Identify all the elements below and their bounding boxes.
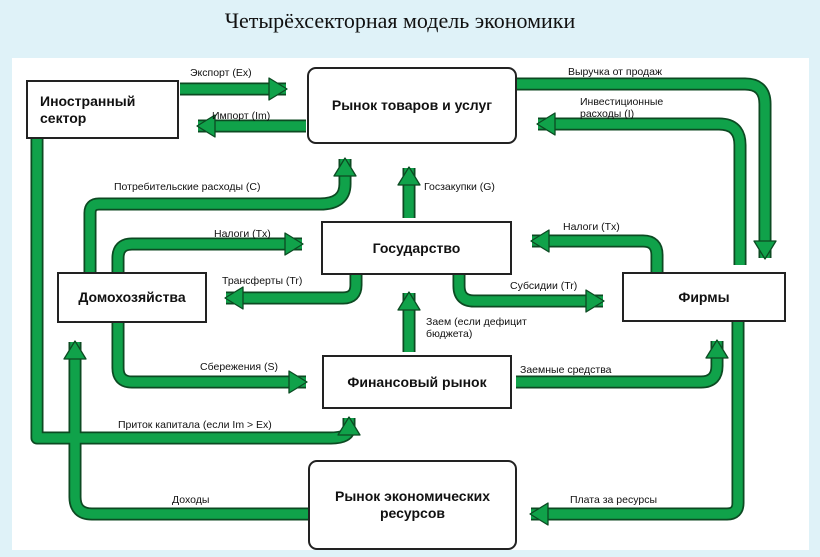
households-node: Домохозяйства	[57, 272, 207, 323]
resource-payment-label: Плата за ресурсы	[570, 494, 657, 506]
households-label: Домохозяйства	[78, 289, 186, 306]
goods-market-label: Рынок товаров и услуг	[331, 97, 493, 114]
government-label: Государство	[372, 239, 461, 256]
gov-loan-text: Заем (если дефицит бюджета)	[426, 316, 527, 341]
resource-market-node: Рынок экономических ресурсов	[308, 460, 517, 550]
gov-purchases-label: Госзакупки (G)	[424, 181, 495, 193]
import-label: Импорт (Im)	[212, 110, 271, 122]
firm-taxes-label: Налоги (Tx)	[563, 221, 620, 233]
resource-payment-arrow	[531, 322, 745, 521]
hh-transfers-label: Трансферты (Tr)	[222, 275, 303, 287]
savings-label: Сбережения (S)	[200, 361, 279, 373]
hh-taxes-label: Налоги (Tx)	[214, 228, 271, 240]
subsidies-label: Субсидии (Tr)	[510, 280, 578, 292]
gov-loan-label: Заем (если дефицит бюджета)	[426, 316, 538, 340]
financial-market-node: Финансовый рынок	[322, 355, 512, 409]
resource-market-label: Рынок экономических ресурсов	[334, 488, 490, 521]
firms-node: Фирмы	[622, 272, 786, 322]
loans-label: Заемные средства	[520, 364, 612, 376]
investment-label: Инвестиционные расходы (I)	[580, 96, 685, 120]
incomes-label: Доходы	[172, 494, 210, 506]
foreign-sector-node: Иностранный сектор	[26, 80, 179, 139]
financial-market-label: Финансовый рынок	[347, 373, 487, 390]
export-label: Экспорт (Ex)	[190, 67, 252, 79]
government-node: Государство	[321, 221, 512, 275]
foreign-sector-label: Иностранный сектор	[40, 92, 136, 126]
investment-text: Инвестиционные расходы (I)	[580, 96, 664, 121]
consumption-label: Потребительские расходы (C)	[114, 181, 261, 193]
page-title: Четырёхсекторная модель экономики	[224, 8, 576, 33]
capital-inflow-label: Приток капитала (если Im > Ex)	[118, 419, 272, 431]
goods-market-node: Рынок товаров и услуг	[307, 67, 517, 144]
savings-arrow	[111, 323, 306, 389]
sales-revenue-label: Выручка от продаж	[568, 66, 663, 78]
firms-label: Фирмы	[678, 288, 730, 305]
consumption-arrow	[83, 159, 352, 272]
